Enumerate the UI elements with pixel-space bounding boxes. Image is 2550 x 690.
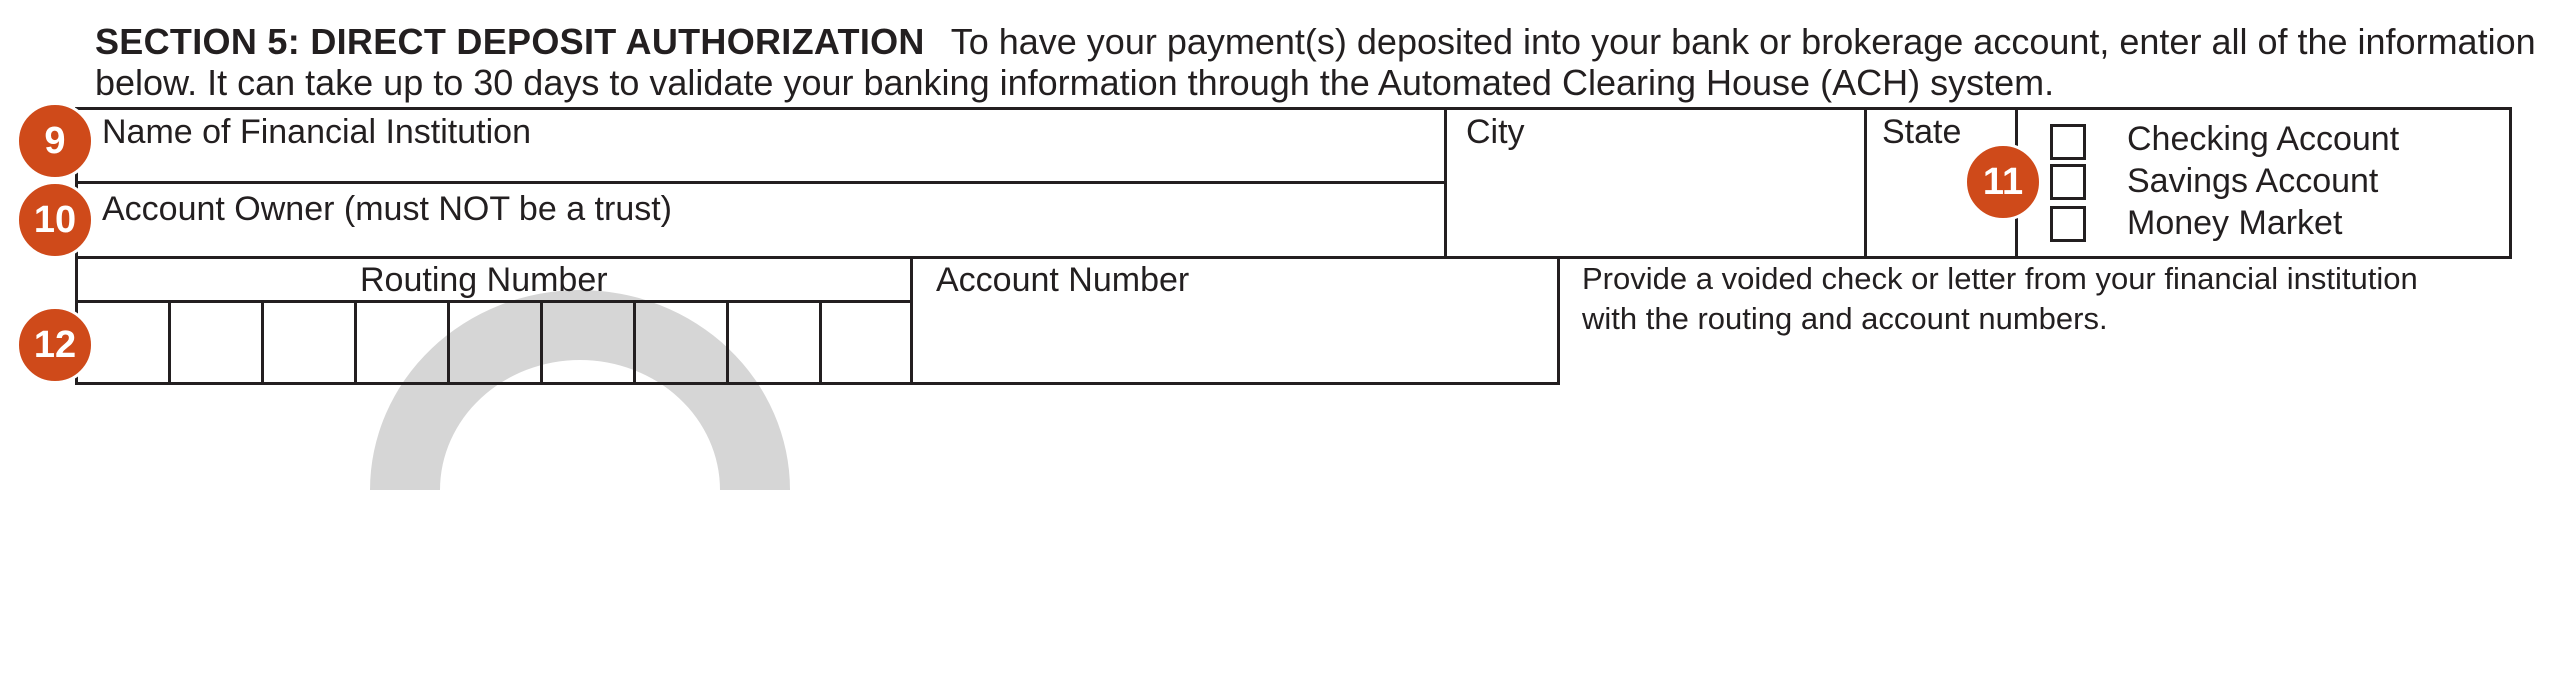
voided-check-note-line2: with the routing and account numbers. bbox=[1582, 301, 2108, 336]
step-badge-11: 11 bbox=[1964, 143, 2042, 221]
section-header: SECTION 5: DIRECT DEPOSIT AUTHORIZATION T… bbox=[95, 24, 2536, 60]
step-badge-12: 12 bbox=[16, 306, 94, 384]
section-intro-line1: To have your payment(s) deposited into y… bbox=[950, 21, 2536, 62]
routing-digit-4[interactable] bbox=[357, 300, 450, 382]
routing-digit-6[interactable] bbox=[543, 300, 636, 382]
routing-digit-9[interactable] bbox=[822, 300, 915, 382]
money-market-checkbox[interactable] bbox=[2050, 206, 2086, 242]
routing-header-divider bbox=[75, 300, 913, 303]
voided-check-note-line1: Provide a voided check or letter from yo… bbox=[1582, 261, 2418, 296]
routing-digit-7[interactable] bbox=[636, 300, 729, 382]
account-owner-label: Account Owner (must NOT be a trust) bbox=[102, 190, 672, 228]
account-number-label: Account Number bbox=[936, 261, 1190, 299]
step-badge-9: 9 bbox=[16, 102, 94, 180]
checking-account-label: Checking Account bbox=[2127, 120, 2400, 158]
checking-account-checkbox[interactable] bbox=[2050, 124, 2086, 160]
step-badge-10: 10 bbox=[16, 181, 94, 259]
divider-state bbox=[1864, 107, 1867, 259]
routing-digit-5[interactable] bbox=[450, 300, 543, 382]
city-label: City bbox=[1466, 113, 1525, 151]
savings-account-checkbox[interactable] bbox=[2050, 164, 2086, 200]
routing-digit-1[interactable] bbox=[78, 300, 171, 382]
section-title: SECTION 5: DIRECT DEPOSIT AUTHORIZATION bbox=[95, 21, 925, 62]
section-intro-line2: below. It can take up to 30 days to vali… bbox=[95, 62, 2055, 103]
savings-account-label: Savings Account bbox=[2127, 162, 2379, 200]
state-label: State bbox=[1882, 113, 1962, 151]
divider-institution-owner bbox=[75, 181, 1447, 184]
routing-number-label: Routing Number bbox=[360, 261, 608, 299]
routing-digit-3[interactable] bbox=[264, 300, 357, 382]
routing-digit-8[interactable] bbox=[729, 300, 822, 382]
financial-institution-label: Name of Financial Institution bbox=[102, 113, 531, 151]
routing-digit-2[interactable] bbox=[171, 300, 264, 382]
account-number-field[interactable] bbox=[910, 256, 1560, 385]
divider-city bbox=[1444, 107, 1447, 259]
money-market-label: Money Market bbox=[2127, 204, 2343, 242]
